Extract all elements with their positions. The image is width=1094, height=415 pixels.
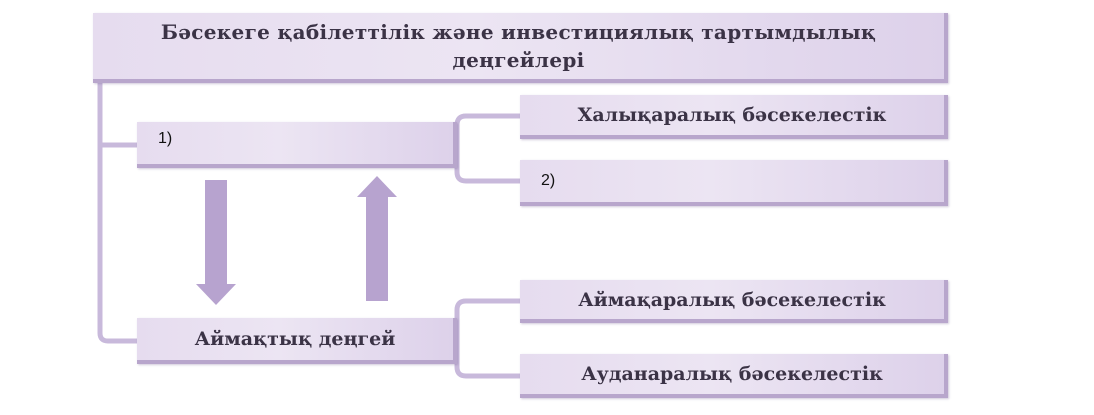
diagram-title: Бәсекеге қабілеттілік және инвестициялық… <box>93 13 948 83</box>
up-arrow-icon <box>357 176 397 301</box>
upper-branch-connector <box>454 113 520 184</box>
upper-level-placeholder: 1) <box>158 130 173 147</box>
lower-level-box: Аймақтық деңгей <box>137 318 457 364</box>
blank-competition-placeholder: 2) <box>541 172 556 189</box>
down-arrow-icon <box>196 180 236 305</box>
lower-branch-connector <box>454 298 520 379</box>
upper-level-box <box>137 122 457 168</box>
interregional-competition-box: Аймақаралық бәсекелестік <box>520 280 948 323</box>
interdistrict-competition-box: Ауданаралық бәсекелестік <box>520 354 948 398</box>
trunk-connector <box>97 83 137 344</box>
blank-competition-box <box>520 160 948 206</box>
international-competition-box: Халықаралық бәсекелестік <box>520 95 948 139</box>
